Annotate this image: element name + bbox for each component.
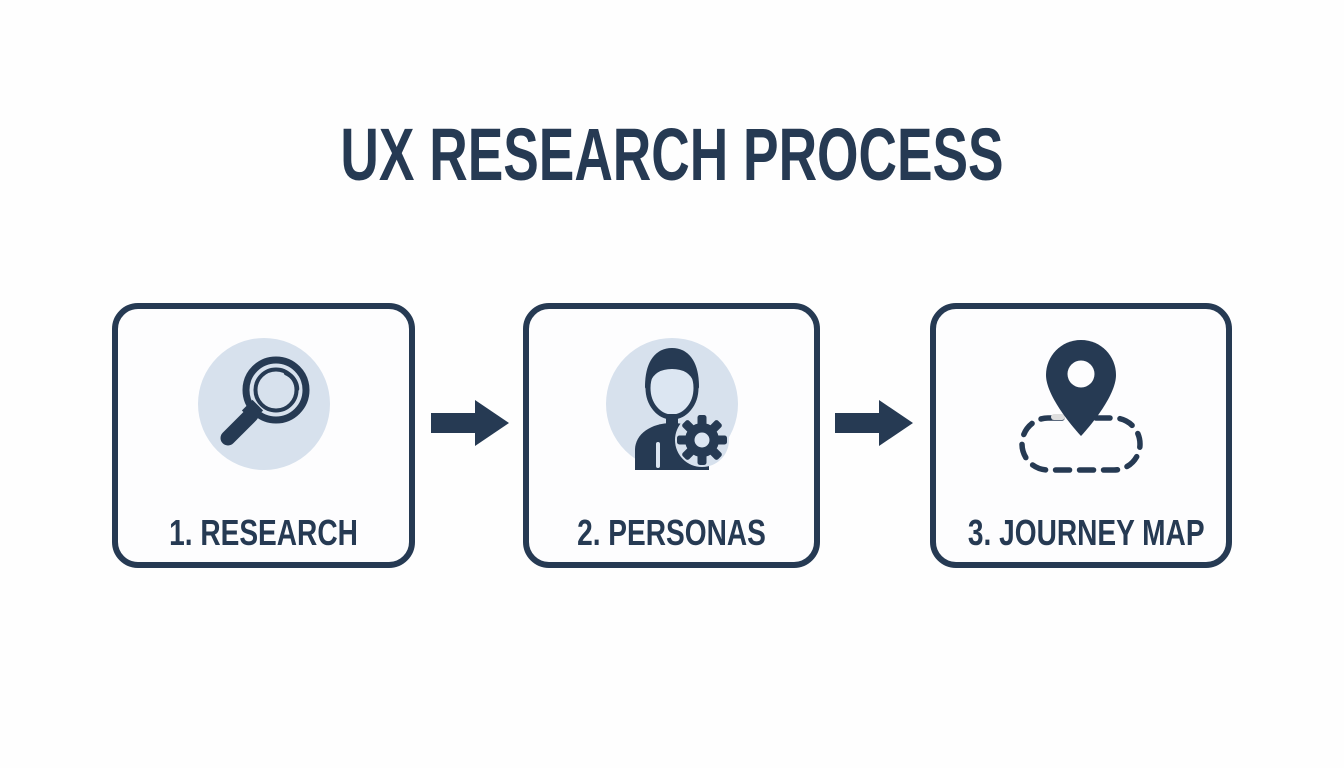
step-label-journey-map: 3. JOURNEY MAP: [967, 512, 1205, 553]
research-icon-wrap: [197, 338, 330, 478]
page-title: UX RESEARCH PROCESS: [340, 113, 1004, 196]
step-card-research: 1. RESEARCH: [112, 303, 415, 568]
step-label-research: 1. RESEARCH: [169, 512, 358, 553]
arrow-right-icon: [431, 400, 509, 446]
step-card-journey-map: 3. JOURNEY MAP: [930, 303, 1232, 568]
journey-map-icon-wrap: [1015, 338, 1147, 478]
step-card-personas: 2. PERSONAS: [523, 303, 820, 568]
step-label-personas: 2. PERSONAS: [577, 512, 766, 553]
arrow-right-icon: [835, 400, 913, 446]
map-pin-route-icon: [1019, 340, 1143, 473]
personas-icon-wrap: [605, 338, 738, 478]
persona-gear-icon: [634, 348, 729, 470]
magnifier-icon: [220, 356, 309, 446]
